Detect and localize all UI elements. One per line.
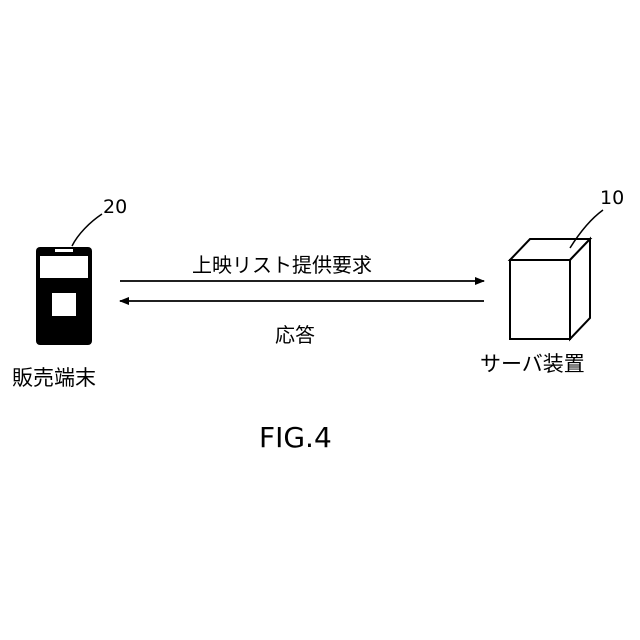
- response-message-label: 応答: [275, 319, 315, 348]
- sales-terminal-icon: [36, 247, 92, 345]
- terminal-ref-numeral: 20: [103, 196, 127, 218]
- sales-terminal-label: 販売端末: [12, 362, 96, 392]
- figure-title: FIG.4: [259, 421, 332, 454]
- server-ref-numeral: 10: [600, 187, 624, 209]
- server-device-label: サーバ装置: [480, 348, 585, 378]
- request-message-label: 上映リスト提供要求: [192, 249, 372, 278]
- terminal-ref-leader: [72, 214, 102, 246]
- server-box-icon: [510, 239, 590, 339]
